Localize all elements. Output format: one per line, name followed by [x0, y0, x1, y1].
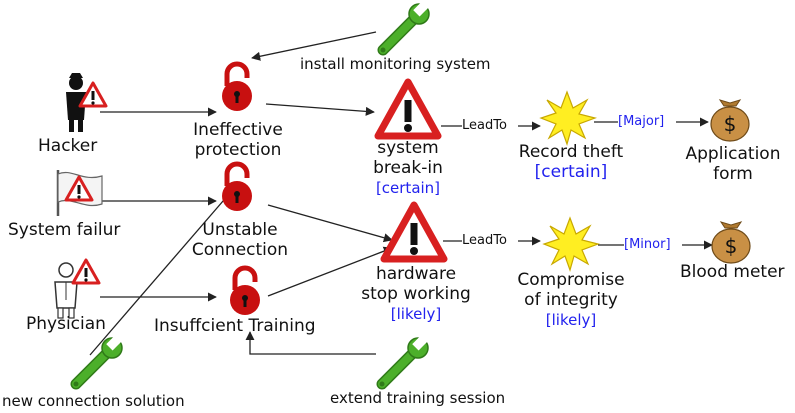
treatment-extend-training: extend training session [330, 389, 506, 407]
threat-system-failure-label: System failur [8, 220, 121, 240]
physician-icon [54, 258, 101, 319]
warning-triangle-icon [384, 205, 444, 259]
unlocked-padlock-icon [230, 268, 260, 315]
consequence-major-label: [Major] [618, 114, 665, 129]
threat-physician-label: Physician [26, 314, 106, 334]
explosion-star-icon [540, 91, 596, 145]
risk-compromise-integrity: Compromise of integrity [likely] [512, 270, 630, 330]
unlocked-padlock-icon [222, 164, 252, 211]
money-bag-icon [711, 221, 751, 264]
edge-training-hardware [267, 246, 393, 297]
edge-protection-breakin [265, 103, 375, 116]
incident-system-breakin: system break-in [certain] [358, 138, 458, 198]
edge-training-session [245, 331, 376, 355]
edge-monitoring-protection [251, 31, 377, 61]
treatment-new-connection: new connection solution [2, 392, 185, 410]
risk-record-theft-likelihood: [certain] [534, 162, 608, 182]
vulnerability-ineffective-protection: Ineffective protection [193, 120, 283, 160]
leadto-label-top: LeadTo [462, 118, 507, 133]
vulnerability-insufficient-training: Insuffcient Training [154, 316, 316, 336]
edge-newconn-connection [89, 185, 237, 356]
risk-record-theft: Record theft [certain] [508, 142, 634, 182]
wrench-icon [381, 0, 431, 53]
system-failure-flag-icon [56, 170, 103, 216]
edge-connection-hardware [267, 204, 393, 243]
incident-hardware-stop-likelihood: [likely] [390, 305, 442, 323]
vulnerability-unstable-connection: Unstable Connection [191, 220, 289, 260]
wrench-icon [380, 334, 430, 387]
explosion-star-icon [543, 217, 599, 271]
consequence-minor-label: [Minor] [624, 237, 671, 252]
warning-triangle-icon [378, 82, 438, 136]
incident-hardware-stop: hardware stop working [likely] [358, 264, 474, 324]
wrench-icon [74, 334, 124, 387]
money-bag-icon [710, 99, 750, 142]
leadto-label-bottom: LeadTo [462, 233, 507, 248]
risk-compromise-likelihood: [likely] [545, 311, 597, 329]
hacker-icon [66, 73, 108, 132]
connectors [89, 31, 713, 356]
unlocked-padlock-icon [222, 64, 252, 111]
asset-application-form: Application form [685, 144, 781, 184]
incident-system-breakin-likelihood: [certain] [375, 179, 441, 197]
asset-blood-meter: Blood meter [680, 262, 785, 282]
threat-hacker-label: Hacker [38, 136, 98, 156]
treatment-install-monitoring: install monitoring system [300, 55, 491, 73]
